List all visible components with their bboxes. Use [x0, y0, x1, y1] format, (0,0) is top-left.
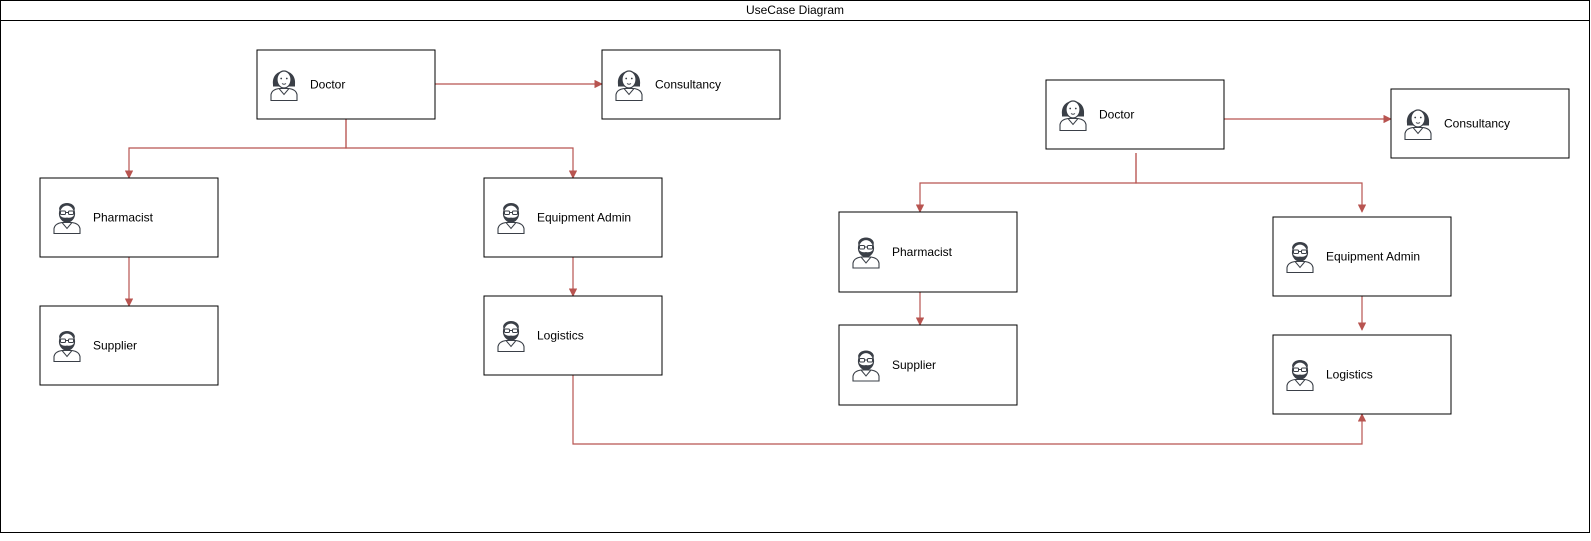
node-label: Equipment Admin: [1326, 250, 1420, 264]
node-equipment-admin-1[interactable]: Equipment Admin: [483, 177, 663, 258]
male-person-icon: [497, 203, 525, 235]
edge-doctor-2-to-pharmacist-2: [915, 153, 1137, 213]
edge-doctor-2-to-equipment-admin-2: [1135, 153, 1367, 213]
node-consultancy-2[interactable]: Consultancy: [1390, 88, 1570, 159]
node-pharmacist-1[interactable]: Pharmacist: [39, 177, 219, 258]
node-label: Supplier: [892, 358, 936, 372]
node-label: Logistics: [537, 329, 584, 343]
node-pharmacist-2[interactable]: Pharmacist: [838, 211, 1018, 293]
node-equipment-admin-2[interactable]: Equipment Admin: [1272, 216, 1452, 297]
node-doctor-2[interactable]: Doctor: [1045, 79, 1225, 150]
node-logistics-1[interactable]: Logistics: [483, 295, 663, 376]
female-person-icon: [615, 70, 643, 102]
node-supplier-1[interactable]: Supplier: [39, 305, 219, 386]
edges-layer: [124, 79, 1392, 445]
node-doctor-1[interactable]: Doctor: [256, 49, 436, 120]
node-label: Doctor: [310, 78, 345, 92]
node-label: Consultancy: [1444, 117, 1510, 131]
node-consultancy-1[interactable]: Consultancy: [601, 49, 781, 120]
male-person-icon: [53, 203, 81, 235]
male-person-icon: [497, 321, 525, 353]
node-logistics-2[interactable]: Logistics: [1272, 334, 1452, 415]
edge-doctor-1-to-pharmacist-1: [124, 119, 347, 179]
female-person-icon: [270, 70, 298, 102]
node-supplier-2[interactable]: Supplier: [838, 324, 1018, 406]
male-person-icon: [1286, 242, 1314, 274]
male-person-icon: [1286, 360, 1314, 392]
node-label: Logistics: [1326, 368, 1373, 382]
female-person-icon: [1404, 109, 1432, 141]
diagram-title: UseCase Diagram: [1, 1, 1589, 21]
node-label: Pharmacist: [892, 245, 953, 259]
node-label: Pharmacist: [93, 211, 154, 225]
female-person-icon: [1059, 100, 1087, 132]
node-label: Equipment Admin: [537, 211, 631, 225]
node-label: Consultancy: [655, 78, 721, 92]
node-label: Doctor: [1099, 108, 1134, 122]
male-person-icon: [53, 331, 81, 363]
male-person-icon: [852, 350, 880, 382]
node-label: Supplier: [93, 339, 137, 353]
edge-doctor-1-to-equipment-admin-1: [345, 119, 578, 179]
edge-logistics-1-to-logistics-2: [572, 375, 1367, 445]
male-person-icon: [852, 237, 880, 269]
